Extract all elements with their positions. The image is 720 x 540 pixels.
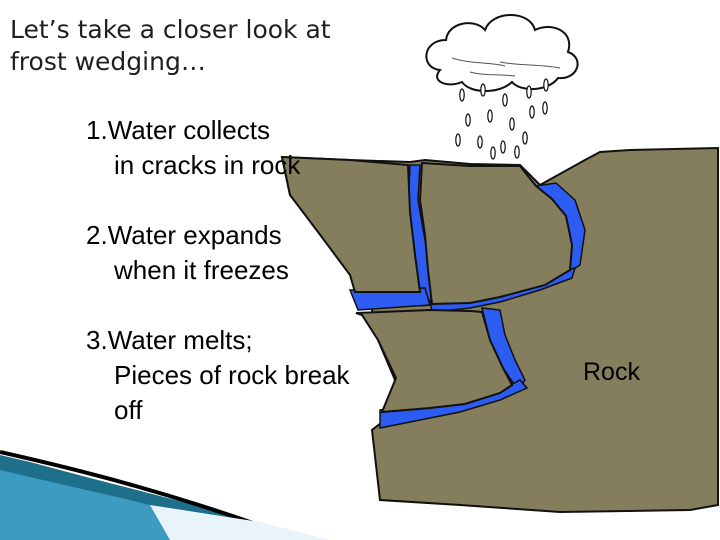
raindrop xyxy=(529,105,535,119)
step-text-first: Water melts; xyxy=(107,325,253,355)
raindrop xyxy=(455,133,461,147)
raindrop xyxy=(542,101,548,115)
raindrop xyxy=(477,135,483,149)
title-line-1: Let’s take a closer look at xyxy=(10,15,331,44)
rock-block-middle-left xyxy=(355,308,514,414)
step-number: 3. xyxy=(86,325,108,355)
rock-block-outlines xyxy=(280,155,574,414)
raindrop xyxy=(526,85,532,99)
raindrop xyxy=(509,117,515,131)
raindrop xyxy=(502,93,508,107)
step-number: 2. xyxy=(86,220,108,250)
raindrops xyxy=(455,78,549,160)
step-item: 2.Water expands when it freezes xyxy=(86,218,376,288)
steps-list: 1.Water collects in cracks in rock 2.Wat… xyxy=(86,113,376,428)
raindrop xyxy=(490,146,496,160)
rain-cloud-icon xyxy=(425,14,579,92)
step-item: 1.Water collects in cracks in rock xyxy=(86,113,376,183)
rock-block-top-middle xyxy=(418,161,574,306)
step-text-first: Water expands xyxy=(107,220,282,250)
step-number: 1. xyxy=(86,115,108,145)
rock-label: Rock xyxy=(583,358,640,386)
title-line-2: frost wedging… xyxy=(10,47,206,76)
rock-block-top-left xyxy=(280,155,422,293)
step-text-rest: in cracks in rock xyxy=(114,150,301,180)
raindrop xyxy=(459,88,465,102)
raindrop xyxy=(480,83,486,97)
cloud-shading xyxy=(451,57,561,77)
raindrop xyxy=(487,109,493,123)
step-item: 3.Water melts; Pieces of rock break off xyxy=(86,323,376,428)
raindrop xyxy=(465,113,471,127)
step-text-rest: when it freezes xyxy=(114,255,289,285)
swoosh-highlight xyxy=(150,505,330,540)
raindrop xyxy=(500,140,506,154)
step-text-first: Water collects xyxy=(107,115,270,145)
raindrop xyxy=(543,78,549,92)
raindrop xyxy=(522,131,528,145)
raindrop xyxy=(514,145,520,159)
slide-title: Let’s take a closer look at frost wedgin… xyxy=(10,14,430,78)
step-text-rest: Pieces of rock break off xyxy=(114,360,350,425)
cloud-shape xyxy=(425,14,579,92)
decorative-swoosh xyxy=(0,450,330,540)
